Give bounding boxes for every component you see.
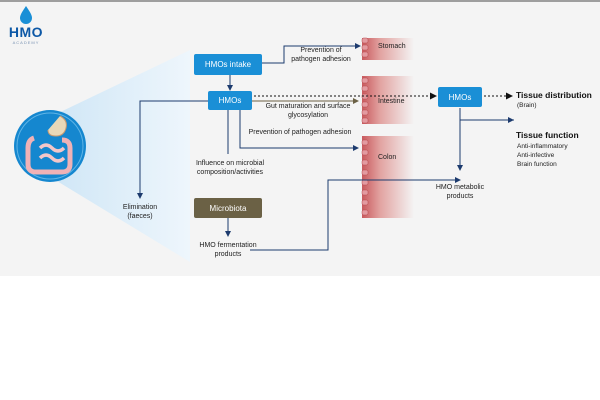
tissue-function-item: Brain function [517,161,557,168]
metabolic-label: HMO metabolic products [435,184,485,200]
hmos-systemic-box: HMOs [438,87,482,107]
tissue-function-item: Anti-infective [517,152,555,159]
arrow-hmos-colon [239,108,359,151]
elimination-label: Elimination (faeces) [122,204,158,220]
influence-label: Influence on microbial composition/activ… [195,160,265,176]
prevention-stomach-label: Prevention of pathogen adhesion [291,47,351,63]
stomach-label: Stomach [378,43,406,50]
hmo-academy-logo[interactable]: HMO ACADEMY [6,4,46,50]
intestine-label: Intestine [378,98,405,105]
arrow-fermentation [250,177,461,251]
tissue-distribution-title: Tissue distribution [516,90,592,100]
hmos-intake-box: HMOs intake [194,54,262,75]
colon-label: Colon [378,154,397,161]
drop-icon [20,6,32,24]
hmos-box: HMOs [208,91,252,110]
fermentation-label: HMO fermentation products [199,242,257,258]
stomach-tissue [361,37,414,60]
tissue-distribution-detail: (Brain) [517,102,537,109]
gut-maturation-label: Gut maturation and surface glycosylation [265,103,351,119]
prevention-colon-label: Prevention of pathogen adhesion [248,129,352,136]
arrowhead-tissue-function [508,117,514,123]
top-border [0,0,600,2]
microbiota-box: Microbiota [194,198,262,218]
tissue-function-title: Tissue function [516,130,579,140]
arrow-intake-stomach [262,43,361,64]
logo-tagline: ACADEMY [12,40,40,45]
logo-name: HMO [8,24,44,40]
gut-icon [14,110,86,182]
colon-tissue [361,136,414,218]
tissue-function-item: Anti-inflammatory [517,143,568,150]
arrow-elimination [137,100,208,199]
intestine-tissue [361,76,414,124]
magnification-cone [52,50,190,262]
